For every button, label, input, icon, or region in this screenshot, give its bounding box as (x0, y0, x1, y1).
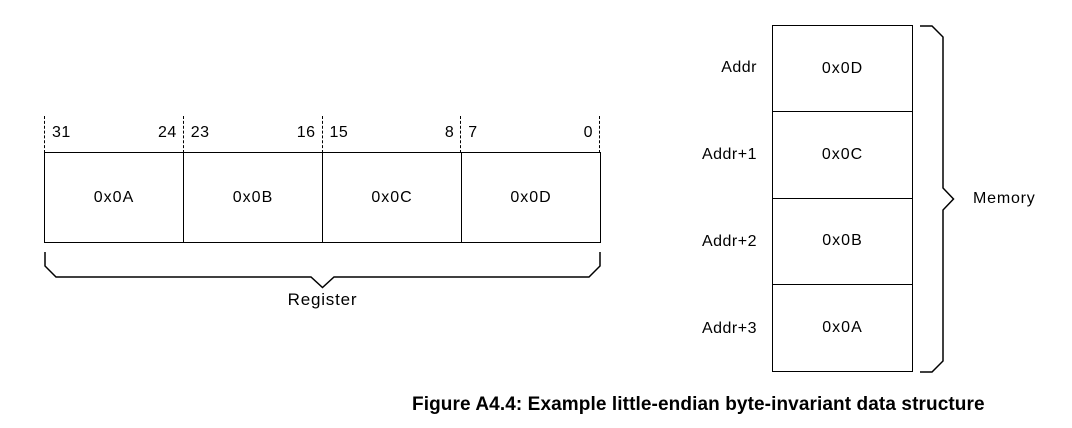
register-box: 0x0A 0x0B 0x0C 0x0D (44, 152, 601, 243)
memory-byte-cell: 0x0D (773, 26, 912, 113)
bit-range-23-16: 23 16 (184, 123, 323, 143)
memory-brace (920, 25, 955, 373)
bit-range-15-8: 15 8 (323, 123, 462, 143)
register-label: Register (287, 290, 358, 309)
register-byte-cell: 0x0A (45, 153, 184, 242)
bit-boundary-dash (183, 116, 184, 153)
memory-byte-cell: 0x0C (773, 112, 912, 199)
register-brace (44, 252, 601, 289)
bit-label-low: 24 (157, 124, 177, 141)
memory-address: Addr (721, 59, 757, 77)
memory-byte-cell: 0x0B (773, 199, 912, 285)
memory-box: 0x0D 0x0C 0x0B 0x0A (772, 25, 913, 372)
memory-address: Addr+2 (701, 232, 757, 250)
register-byte-cell: 0x0B (184, 153, 323, 242)
register-byte-cell: 0x0D (510, 188, 552, 206)
memory-byte-cell: 0x0A (822, 318, 863, 336)
bit-label-high: 15 (329, 124, 349, 141)
bit-boundary-dash (321, 116, 323, 153)
memory-address-column: Addr Addr+1 Addr+2 Addr+3 (640, 25, 757, 372)
register-byte-cell: 0x0C (323, 153, 462, 242)
bit-label-low: 0 (583, 124, 593, 141)
bit-label-low: 8 (444, 124, 455, 141)
figure-caption: Figure A4.4: Example little-endian byte-… (412, 394, 985, 415)
memory-label: Memory (973, 189, 1036, 207)
bit-range-31-24: 31 24 (45, 123, 184, 143)
bit-label-high: 31 (52, 124, 71, 141)
memory-address: Addr+3 (701, 319, 757, 337)
bit-label-high: 23 (190, 124, 210, 141)
bit-boundary-dash (44, 116, 45, 153)
bit-label-low: 16 (296, 124, 316, 141)
bit-boundary-dash (599, 116, 600, 153)
bit-range-7-0: 7 0 (461, 123, 600, 143)
memory-address: Addr+1 (701, 146, 757, 164)
bit-boundary-dash (460, 116, 461, 153)
bit-label-high: 7 (468, 124, 478, 141)
